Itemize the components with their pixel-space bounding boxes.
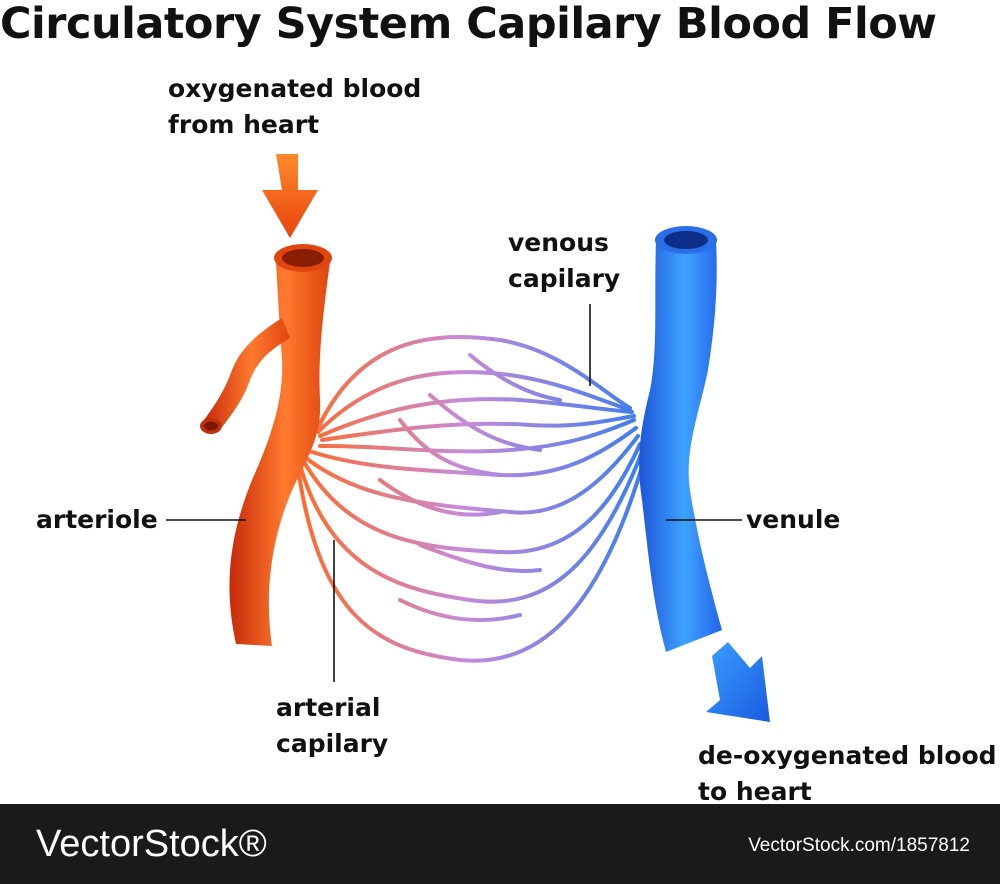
oxygenated-arrow-icon — [262, 154, 318, 238]
venule-vessel — [639, 226, 722, 652]
vectorstock-url: VectorStock.com/1857812 — [748, 835, 970, 856]
vectorstock-logo: VectorStock® — [36, 823, 267, 865]
deoxygenated-blood-label: de-oxygenated blood to heart — [698, 741, 997, 806]
watermark-footer: VectorStock® VectorStock.com/1857812 — [0, 804, 1000, 884]
leader-lines — [166, 304, 742, 682]
venule-label: venule — [746, 505, 841, 534]
capillary-network — [296, 334, 646, 663]
oxygenated-blood-label: oxygenated blood from heart — [168, 74, 422, 139]
deoxygenated-arrow-icon — [706, 642, 770, 722]
arterial-capillary-label: arterial capilary — [276, 693, 389, 758]
arteriole-label: arteriole — [36, 505, 158, 534]
venous-capillary-label: venous capilary — [508, 228, 621, 293]
diagram-title: Circulatory System Capilary Blood Flow — [0, 0, 937, 49]
arteriole-vessel — [200, 244, 332, 646]
capillary-bed-diagram — [166, 154, 770, 722]
